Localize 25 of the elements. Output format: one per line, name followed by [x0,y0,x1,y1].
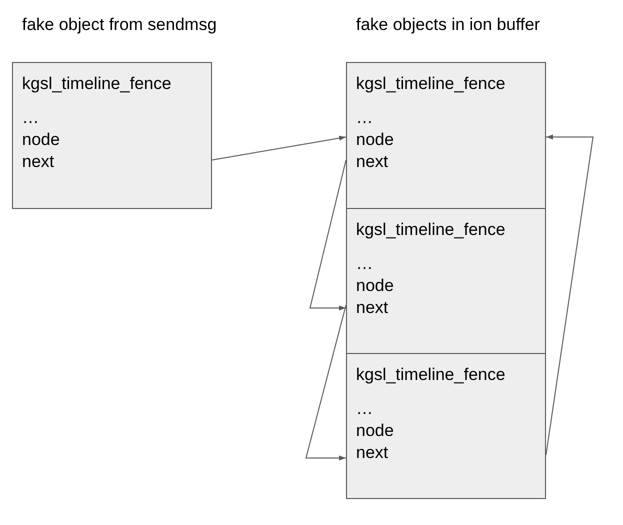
field-name: node [22,129,61,151]
struct-name: kgsl_timeline_fence [356,73,506,95]
field-name: … [22,107,40,129]
struct-name: kgsl_timeline_fence [356,219,506,241]
field-name: … [356,398,374,420]
struct-box [346,62,546,209]
field-name: node [356,420,395,442]
arrow [309,160,346,310]
arrow [305,304,346,460]
struct-box [346,353,546,499]
field-name: … [356,253,374,275]
field-name: next [22,151,56,173]
struct-name: kgsl_timeline_fence [22,73,172,95]
heading-text: fake objects in ion buffer [356,14,540,36]
field-name: … [356,107,374,129]
heading-text: fake object from sendmsg [22,14,217,36]
field-name: next [356,151,390,173]
struct-box [12,62,212,209]
field-name: next [356,297,390,319]
field-name: next [356,442,390,464]
struct-box [346,208,546,354]
arrow [212,136,346,160]
field-name: node [356,275,395,297]
struct-name: kgsl_timeline_fence [356,364,506,386]
field-name: node [356,129,395,151]
